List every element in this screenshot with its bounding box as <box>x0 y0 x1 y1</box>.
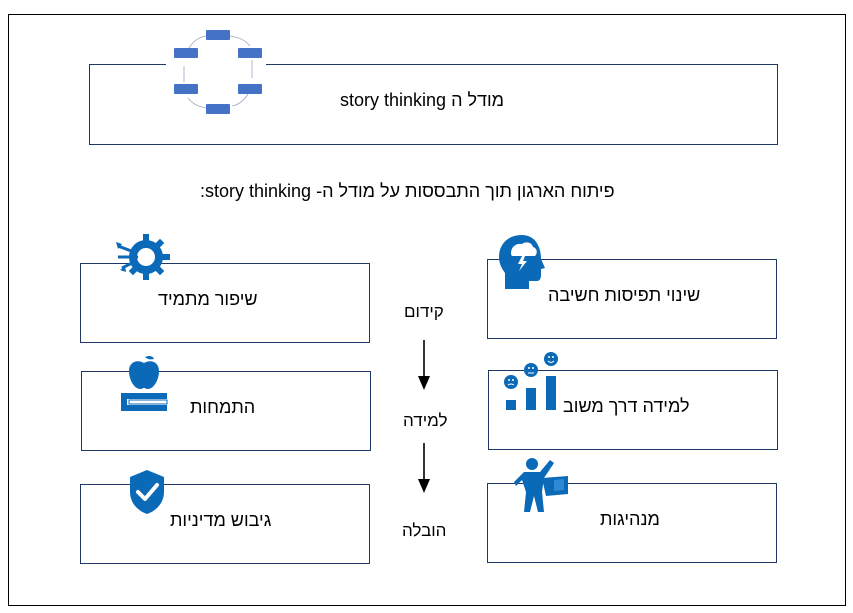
apple-book-icon <box>121 355 168 411</box>
shield-check-icon <box>130 470 164 514</box>
brain-storm-icon <box>499 235 545 289</box>
feedback-chart-icon <box>504 352 558 410</box>
down-arrow-icon <box>418 340 430 390</box>
cycle-node-5 <box>174 84 198 94</box>
model-title: מודל ה story thinking <box>340 90 505 110</box>
cycle-node-3 <box>238 84 262 94</box>
headline: פיתוח הארגון תוך התבססות על מודל ה- stor… <box>200 181 615 201</box>
step-label-learning: למידה <box>403 411 448 430</box>
box-specialization-label: התמחות <box>190 397 256 417</box>
cycle-diagram <box>166 24 266 119</box>
leader-flag-icon <box>514 458 568 512</box>
box-mindset-change-label: שינוי תפיסות חשיבה <box>548 285 701 305</box>
box-policy-formation-label: גיבוש מדיניות <box>170 510 272 530</box>
box-leadership-label: מנהיגות <box>600 509 660 529</box>
box-continuous-improvement <box>80 263 370 343</box>
step-label-promotion: קידום <box>404 302 444 321</box>
box-continuous-improvement-label: שיפור מתמיד <box>158 289 258 309</box>
step-label-leading: הובלה <box>402 521 447 540</box>
box-feedback-learning-label: למידה דרך משוב <box>563 396 690 416</box>
cycle-node-2 <box>238 48 262 58</box>
cycle-node-6 <box>174 48 198 58</box>
cycle-node-1 <box>206 30 230 40</box>
cycle-node-4 <box>206 104 230 114</box>
diagram-frame <box>8 14 846 606</box>
box-policy-formation <box>80 484 370 564</box>
box-feedback-learning <box>488 370 778 450</box>
down-arrow-icon <box>418 443 430 493</box>
gear-arrows-icon <box>116 234 170 280</box>
